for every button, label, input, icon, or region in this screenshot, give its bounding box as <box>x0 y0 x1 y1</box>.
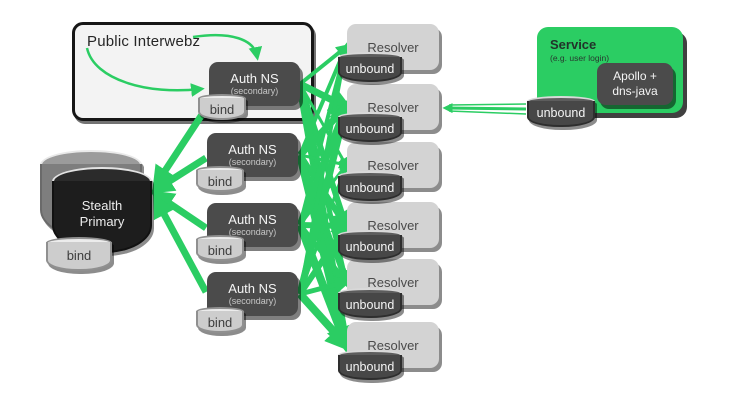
resolver-title: Resolver <box>367 337 419 353</box>
resolver-title: Resolver <box>367 274 419 290</box>
cylinder-body <box>196 311 244 333</box>
service-title: Service <box>550 37 597 52</box>
bind-db-label: bind <box>207 174 233 190</box>
unbound-db-2: unbound <box>338 112 402 142</box>
auth-ns-box-4: Auth NS (secondary) <box>207 272 298 316</box>
bind-db-3: bind <box>196 235 244 261</box>
service-unbound-db: unbound <box>527 96 595 127</box>
auth-ns-title: Auth NS <box>230 71 279 86</box>
resolver-title: Resolver <box>367 217 419 233</box>
auth-ns-subtitle: (secondary) <box>228 227 277 237</box>
stealth-line2: Primary <box>79 213 125 229</box>
unbound-db-label: unbound <box>345 359 395 374</box>
apollo-dns-java-box: Apollo + dns-java <box>597 63 673 105</box>
unbound-db-label: unbound <box>345 239 395 254</box>
cylinder-body <box>46 242 112 271</box>
unbound-db-3: unbound <box>338 171 402 201</box>
auth-ns-title: Auth NS <box>228 212 277 227</box>
unbound-db-6: unbound <box>338 350 402 380</box>
stealth-primary-label: Stealth Primary <box>52 198 152 230</box>
public-internet-label: Public Interwebz <box>87 33 201 50</box>
cylinder-body <box>338 354 402 380</box>
unbound-db-5: unbound <box>338 288 402 318</box>
auth-ns-title: Auth NS <box>228 281 277 296</box>
resolver-title: Resolver <box>367 99 419 115</box>
unbound-db-label: unbound <box>536 105 586 120</box>
cylinder-body <box>527 100 595 127</box>
unbound-db-label: unbound <box>345 297 395 312</box>
bind-db-2: bind <box>196 166 244 192</box>
resolver-title: Resolver <box>367 157 419 173</box>
auth-ns-subtitle: (secondary) <box>228 296 277 306</box>
bind-db-label: bind <box>207 315 233 331</box>
auth-ns-title: Auth NS <box>228 142 277 157</box>
bind-db-label: bind <box>66 247 92 263</box>
bind-db-1: bind <box>198 94 246 120</box>
resolver-title: Resolver <box>367 39 419 55</box>
auth-ns-subtitle: (secondary) <box>230 86 279 96</box>
bind-db-label: bind <box>209 102 235 118</box>
bind-db-4: bind <box>196 307 244 333</box>
bind-db-label: bind <box>207 243 233 259</box>
service-subtitle: (e.g. user login) <box>550 53 610 63</box>
stealth-line1: Stealth <box>81 197 123 213</box>
unbound-db-4: unbound <box>338 230 402 260</box>
apollo-line2: dns-java <box>612 84 658 98</box>
unbound-db-label: unbound <box>345 61 395 76</box>
unbound-db-1: unbound <box>338 52 402 82</box>
auth-ns-subtitle: (secondary) <box>228 157 277 167</box>
stealth-bind-db: bind <box>46 237 112 271</box>
apollo-line1: Apollo + <box>613 69 657 83</box>
unbound-db-label: unbound <box>345 121 395 136</box>
unbound-db-label: unbound <box>345 180 395 195</box>
